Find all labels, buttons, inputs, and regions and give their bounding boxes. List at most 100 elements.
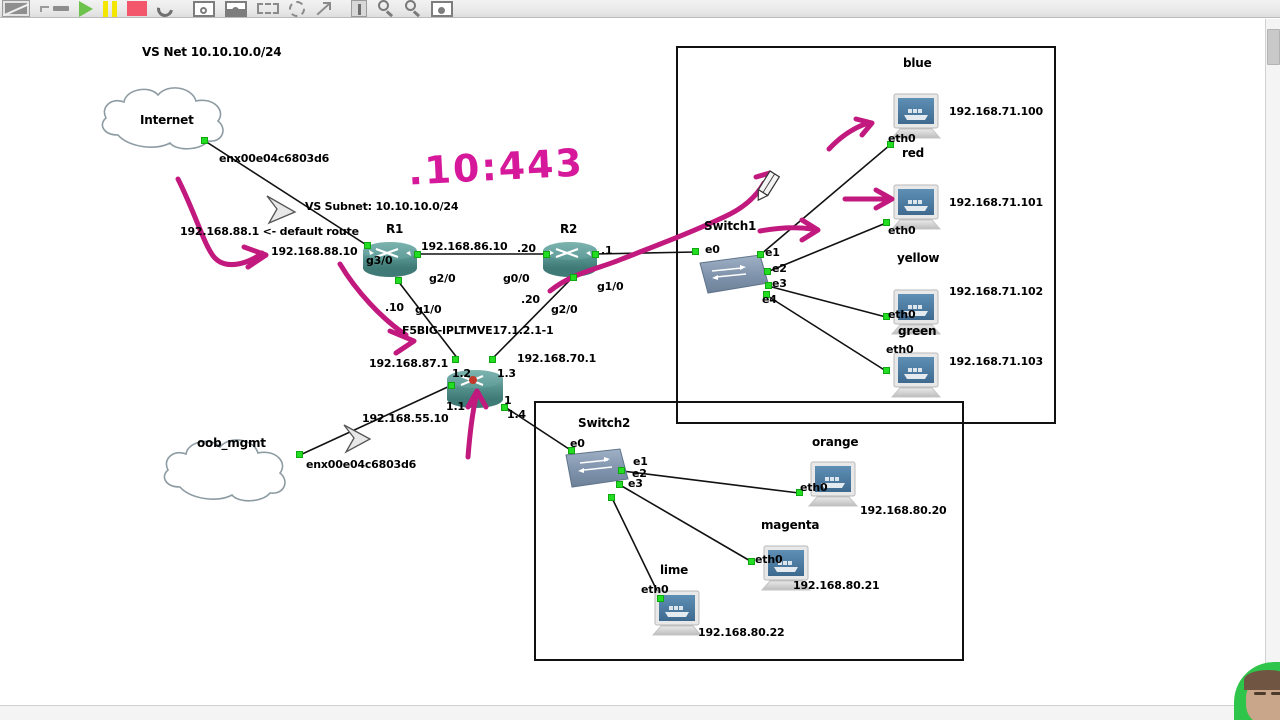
port-dot-r1-g3-0[interactable] xyxy=(364,242,371,249)
toolbar-spacer-4 xyxy=(117,0,127,18)
port-dot-internet[interactable] xyxy=(201,137,208,144)
toolbar-spacer-3 xyxy=(93,0,103,18)
port-dot-switch2-e0[interactable] xyxy=(568,447,575,454)
device-switch1 xyxy=(699,254,769,294)
router-label-f5: F5BIG-IPLTMVE17.1.2.1-1 xyxy=(402,324,554,337)
port-dot-f5-1-4[interactable] xyxy=(501,404,508,411)
horizontal-scrollbar[interactable] xyxy=(0,705,1266,720)
device-host-red xyxy=(890,184,942,230)
label-link-r1-r2-ip: 192.168.86.10 xyxy=(421,240,508,253)
device-host-yellow xyxy=(890,289,942,335)
line-arrow-icon[interactable] xyxy=(315,0,331,18)
link-r2-f5 xyxy=(491,276,574,360)
snapshot-icon[interactable] xyxy=(431,0,453,18)
vertical-scrollbar[interactable] xyxy=(1265,19,1280,702)
link-r2-switch1 xyxy=(594,251,696,255)
vertical-scrollbar-thumb[interactable] xyxy=(1267,29,1280,65)
link-f5-switch2 xyxy=(504,406,573,452)
recorder-toolbar xyxy=(0,0,1280,20)
zone-box-80-subnet xyxy=(534,401,964,661)
toolbar-spacer-15 xyxy=(394,0,404,18)
host-iface-blue: eth0 xyxy=(888,132,916,145)
port-dot-r2-g1-0[interactable] xyxy=(592,251,599,258)
host-ip-blue: 192.168.71.100 xyxy=(949,105,1043,118)
host-iface-yellow: eth0 xyxy=(888,308,916,321)
network-diagram-canvas[interactable]: VS Net 10.10.10.0/24 Internet oob_mgmt e… xyxy=(0,19,1266,702)
port-dot-switch1-e0[interactable] xyxy=(692,248,699,255)
host-ip-orange: 192.168.80.20 xyxy=(860,504,947,517)
link-r1-f5 xyxy=(397,280,459,360)
port-dot-oob[interactable] xyxy=(296,451,303,458)
switch-label-switch2: Switch2 xyxy=(578,416,631,430)
port-dot-f5-1-2[interactable] xyxy=(452,356,459,363)
label-r1-g3-0: g3/0 xyxy=(366,254,393,267)
port-dot-r1-g2-0[interactable] xyxy=(414,251,421,258)
port-dot-blue-eth0[interactable] xyxy=(887,141,894,148)
device-host-magenta xyxy=(760,545,812,591)
pen-cursor-icon xyxy=(757,170,781,202)
port-dot-switch2-e1[interactable] xyxy=(618,467,625,474)
cloud-label-oob-mgmt: oob_mgmt xyxy=(197,436,266,450)
router-label-r2: R2 xyxy=(560,222,578,236)
port-dot-magenta-eth0[interactable] xyxy=(748,558,755,565)
label-f5-net-70: 192.168.70.1 xyxy=(517,352,597,365)
port-dot-yellow-eth0[interactable] xyxy=(883,313,890,320)
port-dot-switch1-e1[interactable] xyxy=(757,251,764,258)
dashed-rect-icon[interactable] xyxy=(257,0,279,18)
port-dot-green-eth0[interactable] xyxy=(883,367,890,374)
webcam-brow-right xyxy=(1271,692,1280,695)
label-r2-g1-0: g1/0 xyxy=(597,280,624,293)
port-dot-lime-eth0[interactable] xyxy=(657,595,664,602)
label-switch1-e4: e4 xyxy=(762,293,777,306)
port-dot-r1-g1-0[interactable] xyxy=(395,277,402,284)
device-host-green xyxy=(890,352,942,398)
pause-icon[interactable] xyxy=(103,0,117,18)
image-fill-icon[interactable] xyxy=(225,0,247,18)
device-host-lime xyxy=(651,590,703,636)
host-label-orange: orange xyxy=(812,435,859,449)
port-dot-switch2-e2[interactable] xyxy=(616,481,623,488)
device-host-orange xyxy=(807,461,859,507)
port-dot-r2-g2-0[interactable] xyxy=(570,274,577,281)
image-icon[interactable] xyxy=(193,0,215,18)
port-dot-switch1-e4[interactable] xyxy=(763,291,770,298)
label-internet-nic: enx00e04c6803d6 xyxy=(219,152,330,165)
text-icon[interactable] xyxy=(351,0,367,18)
host-label-red: red xyxy=(902,146,925,160)
toolbar-spacer-6 xyxy=(173,0,183,18)
label-mgmt-nic: enx00e04c6803d6 xyxy=(306,458,417,471)
port-dot-switch1-e3[interactable] xyxy=(765,282,772,289)
toolbar-spacer-2 xyxy=(69,0,79,18)
ink-text-annotation: .10:443 xyxy=(406,140,585,194)
dashed-ellipse-icon[interactable] xyxy=(289,0,305,18)
port-dot-orange-eth0[interactable] xyxy=(796,489,803,496)
play-icon[interactable] xyxy=(79,0,93,18)
port-dot-switch1-e2[interactable] xyxy=(764,268,771,275)
toolbar-spacer-10 xyxy=(279,0,289,18)
host-ip-lime: 192.168.80.22 xyxy=(698,626,785,639)
reload-icon[interactable] xyxy=(153,0,177,20)
host-iface-magenta: eth0 xyxy=(755,553,783,566)
host-iface-lime: eth0 xyxy=(641,583,669,596)
label-switch2-e1: e1 xyxy=(633,455,648,468)
webcam-brow-left xyxy=(1254,692,1266,695)
port-dot-red-eth0[interactable] xyxy=(883,219,890,226)
port-dot-f5-1-3[interactable] xyxy=(489,356,496,363)
host-ip-red: 192.168.71.101 xyxy=(949,196,1043,209)
router-label-r1: R1 xyxy=(386,222,404,236)
stop-icon[interactable] xyxy=(127,0,147,18)
label-switch2-e3: e3 xyxy=(628,477,643,490)
flow-arrow-internet xyxy=(266,195,297,225)
port-dot-switch2-e3[interactable] xyxy=(608,494,615,501)
port-dot-r2-g0-0[interactable] xyxy=(543,251,550,258)
zoom-in-icon[interactable] xyxy=(377,0,394,18)
toolbar-spacer-13 xyxy=(341,0,351,18)
label-r1-wan-ip: 192.168.88.10 xyxy=(271,245,358,258)
toolbar-spacer-9 xyxy=(247,0,257,18)
link-switch1-yellow xyxy=(767,285,887,318)
minimize-icon[interactable] xyxy=(40,0,69,18)
toolbar-spacer-1 xyxy=(30,0,40,18)
zoom-out-icon[interactable] xyxy=(404,0,421,18)
port-dot-f5-1-1[interactable] xyxy=(448,382,455,389)
screen-off-icon[interactable] xyxy=(2,0,30,18)
